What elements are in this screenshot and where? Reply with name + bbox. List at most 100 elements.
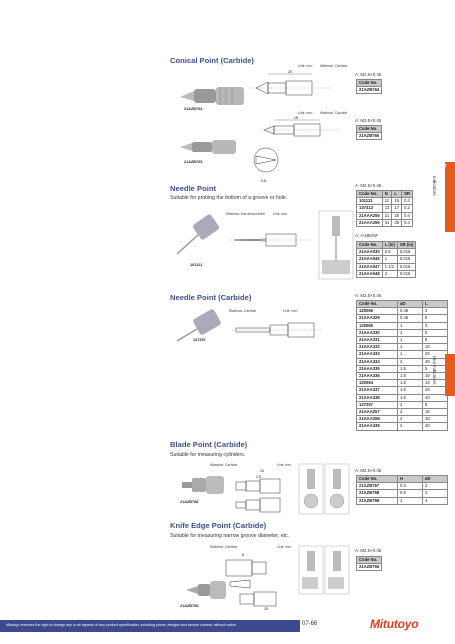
cell: 1: [397, 350, 423, 359]
knife-subtitle: Suitable for measuring narrow groove dia…: [170, 533, 290, 539]
needle-t2-h2: SR (in): [396, 240, 417, 250]
cell: 2: [381, 269, 398, 279]
cell: 120064: [356, 379, 398, 388]
cell: 21AAA046: [356, 255, 383, 264]
conical-thread-2: A: M2.5×0.45: [355, 118, 382, 123]
cell: 1: [397, 321, 423, 330]
sidebar-tab-indicators: [445, 162, 455, 232]
footer-bar: [0, 620, 300, 632]
knife-table: Code No. 21AZB766: [355, 555, 383, 572]
conical-table-1-header: Code No.: [355, 78, 383, 88]
cell: 1.5: [397, 379, 423, 388]
conical-diagram-1: 20: [250, 70, 330, 96]
conical-dim-2: 15: [294, 116, 298, 120]
needle-thread-1: A: M2.5×0.45: [355, 183, 382, 188]
cell: 0.4: [401, 197, 413, 206]
needle-t1-h3: SR: [401, 189, 413, 199]
knife-dim-2: 15: [264, 607, 268, 611]
blade-subtitle: Suitable for measuring cylinders.: [170, 452, 246, 458]
cell: 2: [422, 489, 448, 498]
conical-material-2: Material: Carbide: [320, 111, 348, 115]
cell: 28: [422, 415, 448, 424]
blade-probe-photo: [182, 476, 224, 494]
needle-carbide-label: 137257: [193, 338, 206, 342]
cell: 1: [397, 336, 423, 345]
cell: 20: [422, 386, 448, 395]
conical-thread-1: A: M2.5×0.45: [355, 72, 382, 77]
cell: 21AAA336: [356, 372, 398, 381]
conical-probe-photo-1: [180, 87, 244, 105]
cell: 120066: [356, 307, 398, 316]
conical-probe-photo-2: [180, 140, 236, 154]
cell: 0.4: [401, 218, 413, 228]
cell: 21AZB768: [356, 489, 398, 498]
needle-carbide-material: Material: Carbide: [229, 309, 257, 313]
cell: 21AAA255: [356, 211, 383, 220]
conical-unit-2: Unit: mm: [298, 111, 313, 115]
nc-h0: Code No.: [356, 299, 398, 309]
needle-probe-photo: [176, 214, 219, 255]
conical-label-2: 21AZB765: [184, 160, 203, 164]
cell: 18: [422, 408, 448, 417]
knife-probe-photo: [186, 581, 226, 599]
needle-t1-h0: Code No.: [356, 189, 383, 199]
conical-table-2-code: 21AZB765: [355, 132, 383, 141]
needle-usage-illustration: [318, 210, 354, 280]
cell: 0.4: [401, 211, 413, 220]
knife-diagram: 8 15: [225, 553, 277, 611]
needle-material: Material: Hardened steel: [226, 212, 266, 216]
cell: 21AAA256: [356, 218, 383, 228]
cell: 0.016: [396, 269, 417, 279]
cell: 21AZB767: [356, 482, 398, 491]
cell: 21AAA330: [356, 328, 398, 338]
needle-label: 101121: [190, 263, 203, 267]
sidebar-label-2: Dial Indicators: [432, 356, 437, 385]
footer-disclaimer: Mitutoyo reserves the right to change an…: [6, 623, 237, 627]
conical-table-1: Code No. 21AZB764: [355, 78, 383, 95]
cell: 35: [391, 218, 403, 228]
knife-usage-illustration: [298, 545, 350, 595]
cell: 8: [422, 400, 448, 410]
cell: 3: [422, 307, 448, 316]
cell: 21AAA332: [356, 343, 398, 352]
needle-unit: Unit: mm: [273, 212, 288, 216]
cell: 1.5: [397, 372, 423, 381]
cell: 0.2: [401, 204, 413, 213]
needle-carbide-unit: Unit: mm: [283, 309, 298, 313]
blade-diagram: 10 2.5: [235, 469, 281, 513]
blade-h2: øD: [422, 474, 448, 484]
knife-label: 21AZB766: [180, 604, 199, 608]
cell: 1.5: [397, 386, 423, 395]
cell: 21AAA048: [356, 269, 383, 279]
needle-t1-h2: L: [391, 189, 403, 199]
blade-h1: H: [397, 474, 423, 484]
conical-material: Material: Carbide: [320, 64, 348, 68]
cell: 2: [397, 400, 423, 410]
sidebar-tab-label: Indicators: [432, 176, 437, 196]
cell: 0.016: [396, 255, 417, 264]
conical-dim-1: 20: [288, 70, 292, 74]
needle-title: Needle Point: [170, 184, 216, 193]
cell: 0.4: [397, 482, 423, 491]
blade-material: Material: Carbide: [210, 463, 238, 467]
cell: 8: [422, 336, 448, 345]
cell: 21AAA047: [356, 262, 383, 271]
needle-subtitle: Suitable for probing the bottom of a gro…: [170, 195, 288, 201]
conical-label-1: 21AZB764: [184, 107, 203, 111]
cell: 137413: [356, 204, 383, 213]
cell: 17: [391, 204, 403, 213]
blade-unit: Unit: mm: [277, 463, 292, 467]
